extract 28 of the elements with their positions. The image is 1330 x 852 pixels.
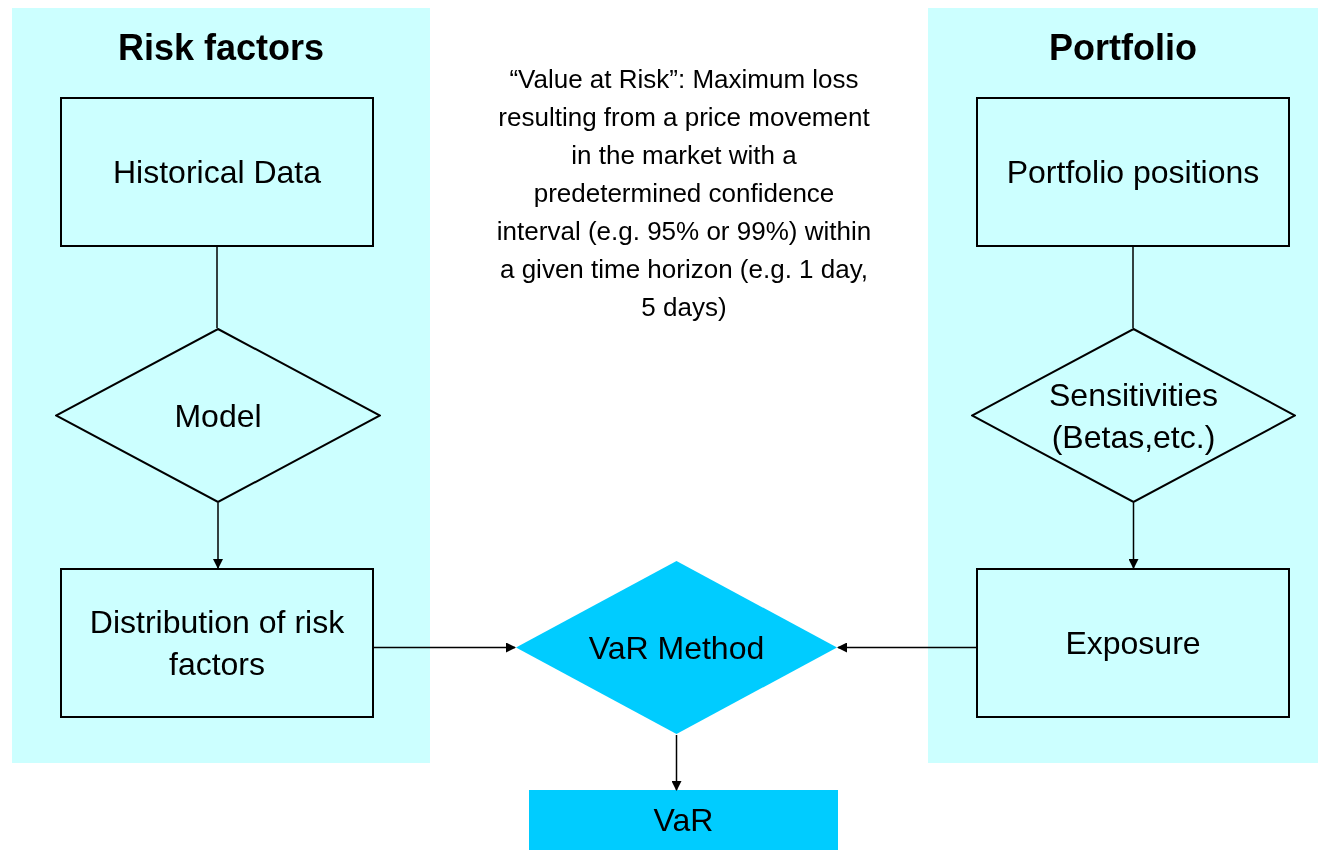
connector <box>671 734 682 791</box>
decision-diamond <box>515 560 838 735</box>
process-box <box>529 790 838 850</box>
node-label: Sensitivities (Betas,etc.) <box>1048 375 1219 457</box>
node-label: VaR <box>653 801 714 840</box>
panel-title: Portfolio <box>1048 26 1198 70</box>
panel-title: Risk factors <box>116 26 326 70</box>
node-label: VaR Method <box>588 628 765 668</box>
panel <box>12 8 430 763</box>
connector <box>213 502 223 569</box>
node-label: Distribution of risk factors <box>88 603 346 684</box>
connector <box>837 642 977 653</box>
connector <box>373 642 516 653</box>
node-label: Exposure <box>1065 624 1201 663</box>
node-label: Historical Data <box>112 153 322 192</box>
node-label: Portfolio positions <box>1006 153 1260 192</box>
decision-diamond <box>971 328 1296 503</box>
process-box <box>60 97 374 247</box>
connector <box>1128 502 1139 569</box>
node-label: Model <box>174 396 262 436</box>
process-box <box>976 97 1290 247</box>
definition-text: “Value at Risk”: Maximum loss resulting from a price movement in the market with a predetermined confidence interval (e.g. 95% or 99%) within a given time horizon (e.g. 1 day, 5 days) <box>495 63 873 324</box>
connector <box>1132 246 1134 329</box>
process-box <box>60 568 374 718</box>
decision-diamond <box>55 328 381 503</box>
connector <box>216 246 218 329</box>
process-box <box>976 568 1290 718</box>
panel <box>928 8 1318 763</box>
